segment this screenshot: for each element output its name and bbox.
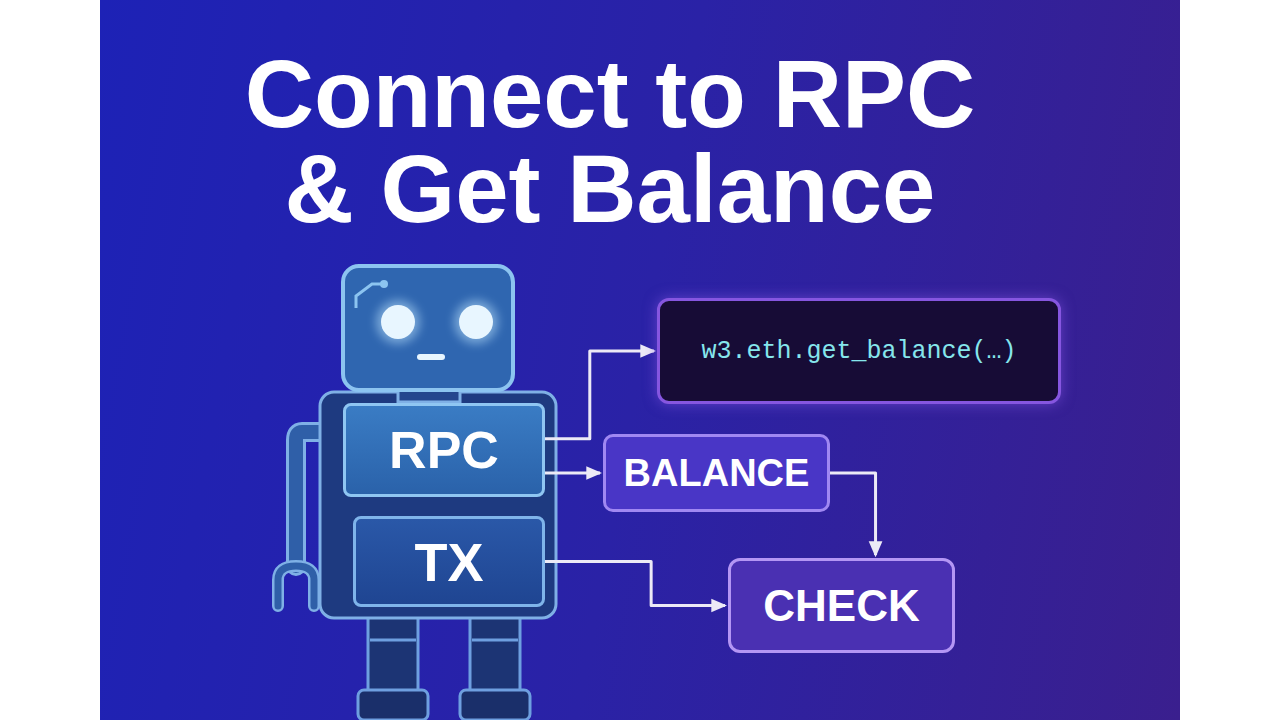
tx-panel: TX <box>353 516 545 607</box>
code-box: w3.eth.get_balance(…) <box>657 298 1061 404</box>
flow-arrow <box>545 562 725 606</box>
eye-glow <box>376 300 420 344</box>
node-label: RPC <box>389 420 499 480</box>
robot-foot <box>358 690 428 720</box>
rpc-panel: RPC <box>343 403 545 497</box>
robot-mouth <box>417 354 445 360</box>
robot-claw <box>278 566 314 606</box>
flow-arrow <box>545 472 600 475</box>
leg-joint <box>370 639 416 642</box>
balance-box: BALANCE <box>603 434 830 512</box>
robot-head <box>343 266 513 390</box>
flow-arrow <box>545 351 654 439</box>
robot-claw <box>278 566 314 606</box>
node-label: BALANCE <box>624 452 810 495</box>
node-label: TX <box>414 531 483 593</box>
circuit-trace <box>356 284 382 308</box>
robot-eye <box>381 305 415 339</box>
node-label: w3.eth.get_balance(…) <box>701 337 1016 366</box>
robot-torso <box>320 392 556 618</box>
leg-joint <box>472 639 518 642</box>
circuit-dot <box>380 280 388 288</box>
flow-arrow <box>830 473 876 555</box>
check-box: CHECK <box>728 558 955 653</box>
robot-foot <box>460 690 530 720</box>
page-title: Connect to RPC & Get Balance <box>220 46 1000 236</box>
robot-eye <box>459 305 493 339</box>
eye-glow <box>454 300 498 344</box>
node-label: CHECK <box>763 581 919 631</box>
